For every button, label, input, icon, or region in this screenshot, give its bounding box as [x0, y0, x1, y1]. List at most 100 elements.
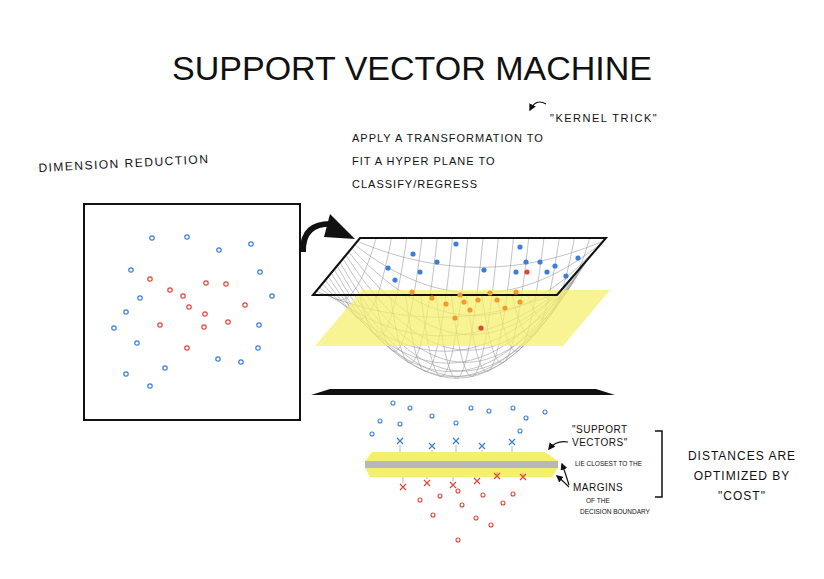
class-b-point [185, 346, 189, 350]
callout-note: OF THE [586, 496, 646, 505]
class-b-point [418, 498, 422, 502]
class-a-point [129, 268, 133, 272]
class-b-point [461, 299, 466, 304]
class-a-point [370, 432, 374, 436]
class-a-point [392, 277, 397, 282]
class-a-point [430, 414, 434, 418]
input-space-box [84, 204, 300, 420]
class-a-point [518, 429, 522, 433]
class-a-point [544, 269, 549, 274]
class-a-point [575, 255, 580, 260]
class-b-point [429, 295, 434, 300]
support-vector-mark [509, 439, 515, 445]
class-a-point [258, 270, 262, 274]
class-a-point [150, 236, 154, 240]
class-b-point [489, 523, 493, 527]
class-a-point [410, 251, 415, 256]
class-b-point [168, 288, 172, 292]
callout-note: MARGINS [573, 481, 653, 494]
leader-arrow [549, 442, 568, 449]
edge-on-plane [311, 389, 615, 395]
class-a-point [481, 267, 486, 272]
class-b-point [502, 305, 507, 310]
class-b-point [460, 503, 464, 507]
support-vector-mark [429, 443, 435, 449]
callout-note: "KERNEL TRICK" [550, 110, 710, 126]
class-a-point [537, 259, 542, 264]
class-b-point [409, 289, 414, 294]
decision-boundary [365, 461, 558, 468]
section-label: DIMENSION REDUCTION [38, 150, 239, 176]
distance-tick [482, 450, 483, 452]
class-b-point [204, 281, 208, 285]
annotation-note: DISTANCES ARE OPTIMIZED BY "COST" [676, 446, 808, 506]
class-a-point [163, 366, 167, 370]
class-a-point [487, 409, 491, 413]
kernel-mesh [355, 245, 599, 293]
class-b-point [202, 325, 206, 329]
class-b-point [224, 282, 228, 286]
class-b-point [481, 493, 485, 497]
kernel-mesh [358, 242, 602, 268]
class-a-point [417, 269, 422, 274]
leader-arrow [557, 476, 569, 487]
support-vector-mark [494, 473, 500, 479]
support-vector-mark [400, 484, 406, 490]
class-a-point [552, 263, 557, 268]
class-b-point [494, 297, 499, 302]
class-b-point [181, 294, 185, 298]
class-a-point [216, 357, 220, 361]
class-a-point [398, 422, 402, 426]
class-b-point [187, 305, 191, 309]
support-vector-mark [479, 443, 485, 449]
bracket [655, 431, 662, 497]
support-vector-mark [450, 482, 456, 488]
distance-tick [400, 445, 401, 452]
distance-tick [427, 477, 428, 479]
class-b-point [487, 290, 492, 295]
hyperplane [315, 290, 610, 346]
class-a-point [148, 384, 152, 388]
class-b-point [511, 492, 515, 496]
class-b-point [431, 513, 435, 517]
class-b-point [226, 320, 230, 324]
feature-plane [313, 238, 606, 295]
class-b-point [517, 299, 522, 304]
margin-band [365, 468, 558, 477]
class-a-point [385, 265, 390, 270]
class-a-point [434, 259, 439, 264]
support-vector-mark [397, 438, 403, 444]
class-a-point [378, 419, 382, 423]
class-b-point [474, 516, 478, 520]
class-a-point [511, 406, 515, 410]
class-a-point [469, 406, 473, 410]
callout-note: DECISION BOUNDARY [580, 507, 670, 516]
class-a-point [124, 372, 128, 376]
support-vector-mark [474, 478, 480, 484]
distance-tick [453, 477, 454, 481]
class-b-point [501, 501, 505, 505]
class-b-point [438, 494, 442, 498]
class-a-point [523, 259, 528, 264]
support-vector-mark [424, 480, 430, 486]
class-b-point [158, 323, 162, 327]
class-b-point [452, 315, 457, 320]
class-b-point [148, 277, 152, 281]
class-a-point [217, 248, 221, 252]
distance-tick [512, 446, 513, 452]
class-a-point [239, 360, 243, 364]
class-a-point [513, 269, 518, 274]
class-b-point [475, 297, 480, 302]
step-note: APPLY A TRANSFORMATION TO FIT A HYPER PL… [352, 127, 548, 196]
class-a-point [138, 296, 142, 300]
title: SUPPORT VECTOR MACHINE [0, 48, 824, 88]
class-b-point [456, 538, 460, 542]
class-a-point [517, 244, 522, 249]
class-b-point [203, 312, 207, 316]
class-a-point [135, 341, 139, 345]
class-b-point [513, 289, 518, 294]
class-b-point [443, 301, 448, 306]
support-vector-mark [520, 474, 526, 480]
class-a-point [185, 235, 189, 239]
class-a-point [124, 310, 128, 314]
